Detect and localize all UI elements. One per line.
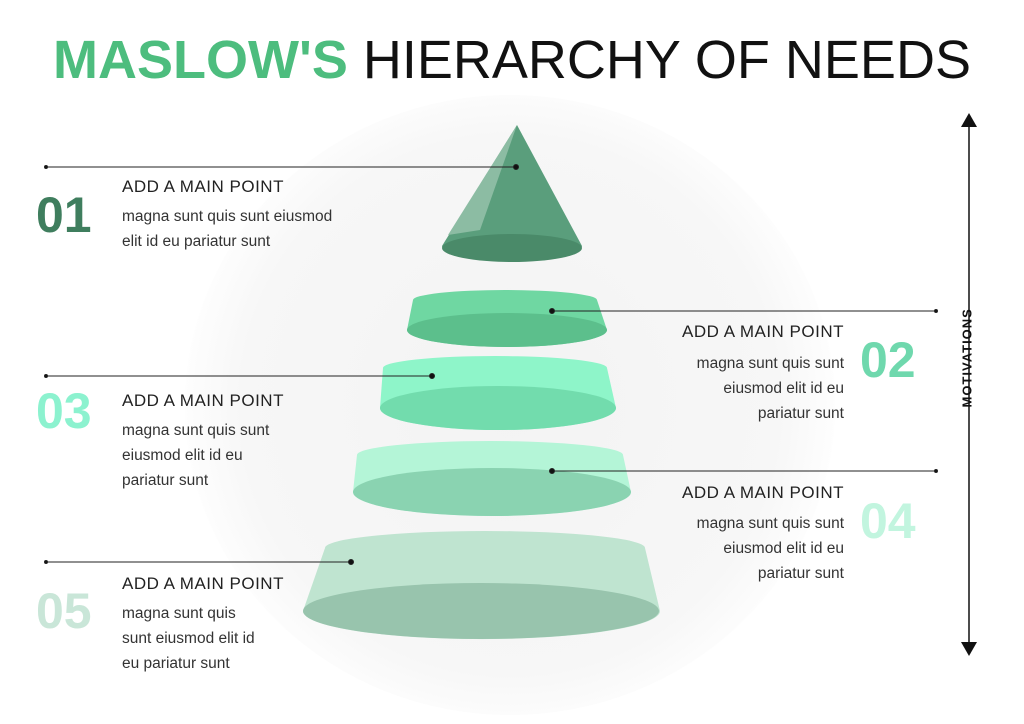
- pyramid-level-5: [303, 531, 660, 640]
- page-title: MASLOW'S HIERARCHY OF NEEDS: [0, 28, 1024, 92]
- point-5-heading: ADD A MAIN POINT: [122, 574, 284, 593]
- point-5-number: 05: [36, 583, 92, 639]
- point-3-number: 03: [36, 383, 92, 439]
- title-rest: HIERARCHY OF NEEDS: [362, 30, 971, 90]
- title-bold: MASLOW'S: [53, 30, 348, 90]
- pyramid-level-2: [407, 290, 607, 347]
- pyramid-level-3: [380, 356, 616, 430]
- motivation-axis-arrow: [961, 113, 977, 656]
- point-3-heading: ADD A MAIN POINT: [122, 391, 284, 410]
- point-1-number: 01: [36, 187, 92, 243]
- point-1-heading: ADD A MAIN POINT: [122, 177, 284, 196]
- arrow-up-icon: [961, 113, 977, 127]
- pyramid-level-1-cone: [442, 125, 582, 262]
- pyramid-level-4: [353, 441, 631, 516]
- point-4-number: 04: [860, 493, 916, 549]
- leader-lines: [44, 164, 938, 565]
- motivations-label: MOTIVATIONS: [959, 308, 975, 408]
- point-4-heading: ADD A MAIN POINT: [682, 483, 844, 502]
- point-2-number: 02: [860, 332, 916, 388]
- arrow-down-icon: [961, 642, 977, 656]
- point-2-heading: ADD A MAIN POINT: [682, 322, 844, 341]
